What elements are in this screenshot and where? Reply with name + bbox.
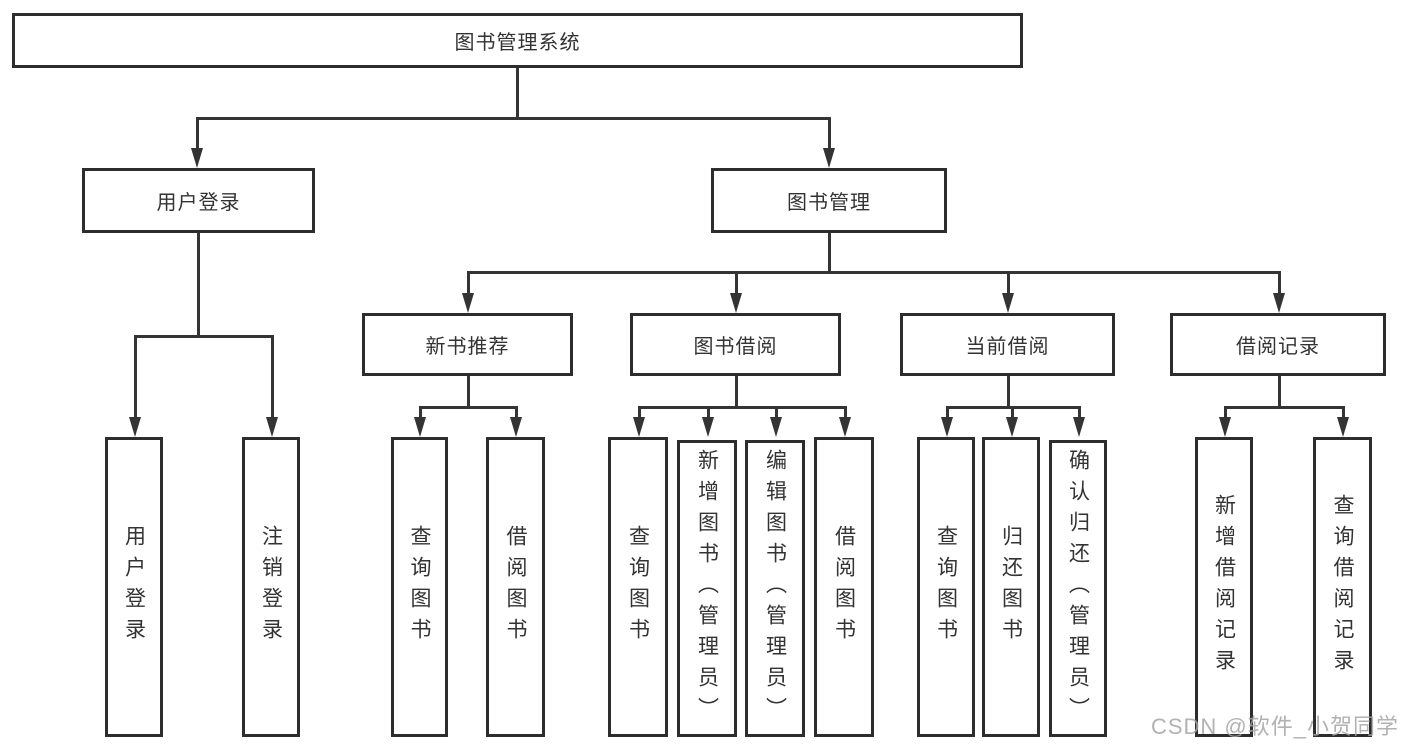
leaf-label: 查询图书 xyxy=(626,525,650,649)
connector-line xyxy=(707,406,710,417)
leaf-borrow-books-recommend: 借阅图书 xyxy=(486,437,545,737)
arrow-down-icon xyxy=(510,417,522,437)
connector-line xyxy=(196,117,199,150)
leaf-label: 查询图书 xyxy=(934,525,958,649)
connector-line xyxy=(1011,406,1014,417)
arrow-down-icon xyxy=(1002,293,1014,313)
leaf-label: 查询图书 xyxy=(408,525,431,649)
connector-line xyxy=(844,406,847,417)
connector-line xyxy=(467,376,470,406)
connector-line xyxy=(775,406,778,417)
leaf-borrow-books: 借阅图书 xyxy=(814,437,874,737)
arrow-down-icon xyxy=(1006,417,1018,437)
leaf-label: 归还图书 xyxy=(999,525,1023,649)
node-root: 图书管理系统 xyxy=(12,13,1023,68)
arrow-down-icon xyxy=(730,293,742,313)
node-label: 当前借阅 xyxy=(965,336,1050,358)
leaf-add-borrow-record: 新增借阅记录 xyxy=(1195,437,1253,737)
arrow-down-icon xyxy=(702,417,714,437)
arrow-down-icon xyxy=(839,417,851,437)
leaf-label: 借阅图书 xyxy=(832,525,856,649)
connector-line xyxy=(515,406,518,417)
arrow-down-icon xyxy=(823,148,835,168)
leaf-query-books-recommend: 查询图书 xyxy=(391,437,448,737)
connector-line xyxy=(1007,271,1010,293)
connector-line xyxy=(1078,406,1081,417)
connector-line xyxy=(271,335,274,417)
connector-line xyxy=(735,376,738,406)
leaf-label: 查询借阅记录 xyxy=(1331,494,1354,680)
connector-line xyxy=(1224,406,1227,417)
leaf-logout: 注销登录 xyxy=(242,437,300,737)
leaf-label: 新增借阅记录 xyxy=(1212,494,1236,680)
connector-line xyxy=(638,406,641,417)
watermark: CSDN @软件_小贺同学 xyxy=(1150,714,1399,739)
leaf-label: 借阅图书 xyxy=(504,525,527,649)
leaf-label: 注销登录 xyxy=(259,525,283,649)
connector-line xyxy=(134,335,271,338)
node-label: 借阅记录 xyxy=(1236,336,1320,358)
node-current-borrowing: 当前借阅 xyxy=(900,313,1115,376)
arrow-down-icon xyxy=(266,417,278,437)
arrow-down-icon xyxy=(941,417,953,437)
node-label: 图书借阅 xyxy=(693,336,778,358)
leaf-query-books-borrow: 查询图书 xyxy=(608,437,668,737)
leaf-label: 用户登录 xyxy=(122,525,146,649)
arrow-down-icon xyxy=(1073,417,1085,437)
connector-line xyxy=(467,271,470,293)
arrow-down-icon xyxy=(1337,417,1349,437)
node-borrow-records: 借阅记录 xyxy=(1170,313,1386,376)
connector-line xyxy=(1278,376,1281,406)
connector-line xyxy=(638,406,844,409)
node-label: 新书推荐 xyxy=(425,336,510,358)
node-book-borrowing: 图书借阅 xyxy=(630,313,841,376)
connector-line xyxy=(419,406,422,417)
connector-line xyxy=(516,68,519,117)
leaf-confirm-return-admin: 确认归还（管理员） xyxy=(1049,440,1107,737)
connector-line xyxy=(1278,271,1281,293)
connector-line xyxy=(828,117,831,150)
connector-line xyxy=(828,233,831,271)
leaf-return-books: 归还图书 xyxy=(982,437,1040,737)
leaf-query-borrow-record: 查询借阅记录 xyxy=(1313,437,1372,737)
leaf-query-books-current: 查询图书 xyxy=(917,437,975,737)
arrow-down-icon xyxy=(1219,417,1231,437)
node-book-management: 图书管理 xyxy=(711,168,947,233)
leaf-label: 编辑图书（管理员） xyxy=(763,449,787,728)
connector-line xyxy=(419,406,515,409)
node-label: 图书管理 xyxy=(787,192,871,214)
leaf-label: 确认归还（管理员） xyxy=(1066,449,1090,728)
arrow-down-icon xyxy=(770,417,782,437)
leaf-add-books-admin: 新增图书（管理员） xyxy=(677,440,737,737)
leaf-user-login: 用户登录 xyxy=(105,437,163,737)
leaf-label: 新增图书（管理员） xyxy=(695,449,719,728)
connector-line xyxy=(946,406,949,417)
connector-line xyxy=(197,233,200,335)
node-user-login: 用户登录 xyxy=(82,168,315,233)
connector-line xyxy=(467,271,1278,274)
connector-line xyxy=(134,335,137,417)
connector-line xyxy=(735,271,738,293)
node-label: 图书管理系统 xyxy=(454,32,581,54)
node-label: 用户登录 xyxy=(156,192,241,214)
connector-line xyxy=(1007,376,1010,406)
connector-line xyxy=(196,117,831,120)
arrow-down-icon xyxy=(462,293,474,313)
arrow-down-icon xyxy=(1273,293,1285,313)
arrow-down-icon xyxy=(191,148,203,168)
leaf-edit-books-admin: 编辑图书（管理员） xyxy=(745,440,805,737)
connector-line xyxy=(1342,406,1345,417)
arrow-down-icon xyxy=(129,417,141,437)
arrow-down-icon xyxy=(633,417,645,437)
arrow-down-icon xyxy=(414,417,426,437)
node-new-book-recommend: 新书推荐 xyxy=(362,313,573,376)
connector-line xyxy=(1224,406,1342,409)
